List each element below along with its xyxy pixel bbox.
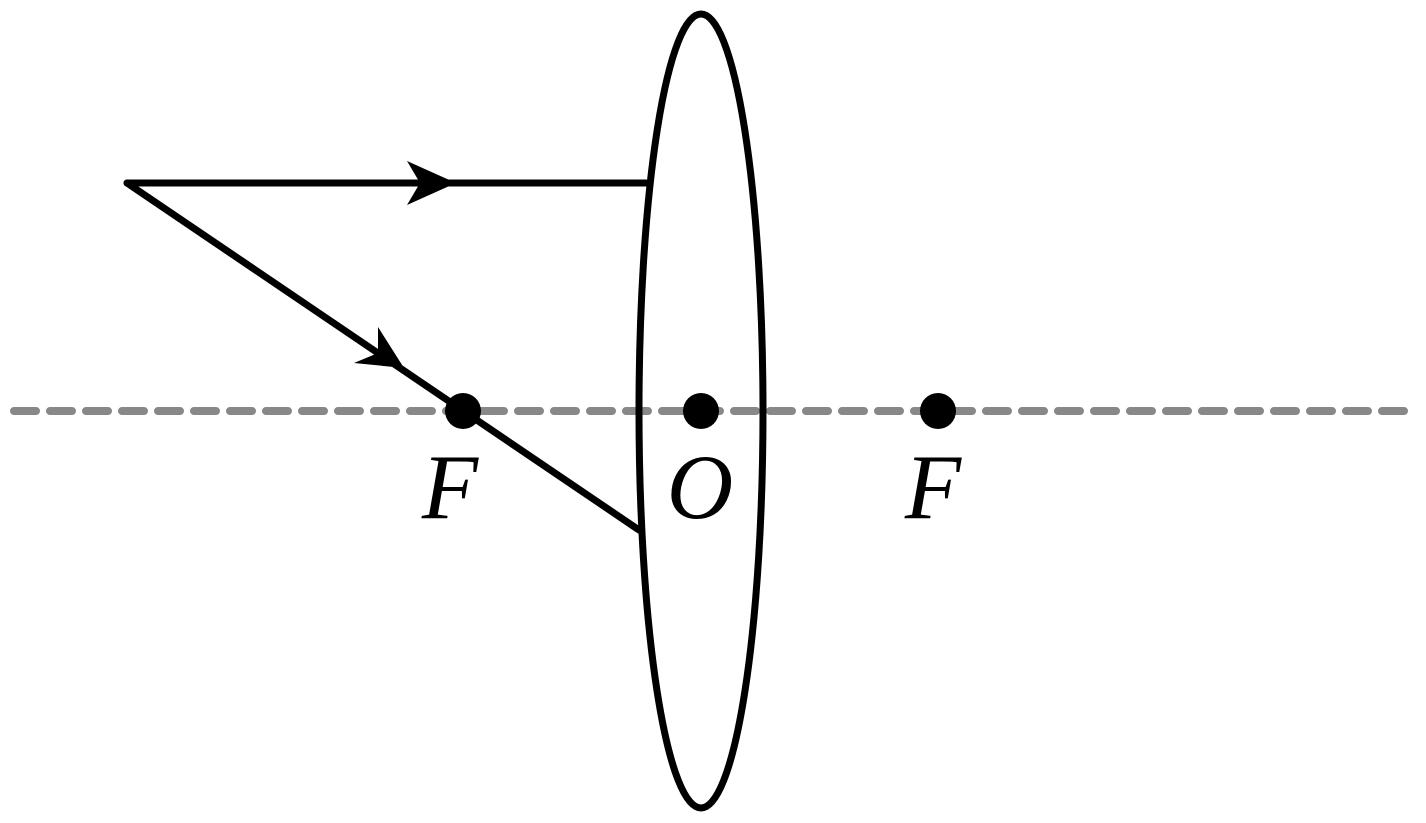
convex-lens bbox=[635, 10, 767, 812]
optical-center-point bbox=[683, 393, 719, 429]
focal-label-left: F bbox=[421, 436, 479, 538]
center-label: O bbox=[667, 436, 733, 538]
focal-point-right bbox=[920, 393, 956, 429]
focal-point-left bbox=[445, 393, 481, 429]
focal-ray-arrowhead bbox=[354, 327, 404, 368]
parallel-ray-arrowhead bbox=[407, 161, 456, 205]
focal-label-right: F bbox=[904, 436, 962, 538]
